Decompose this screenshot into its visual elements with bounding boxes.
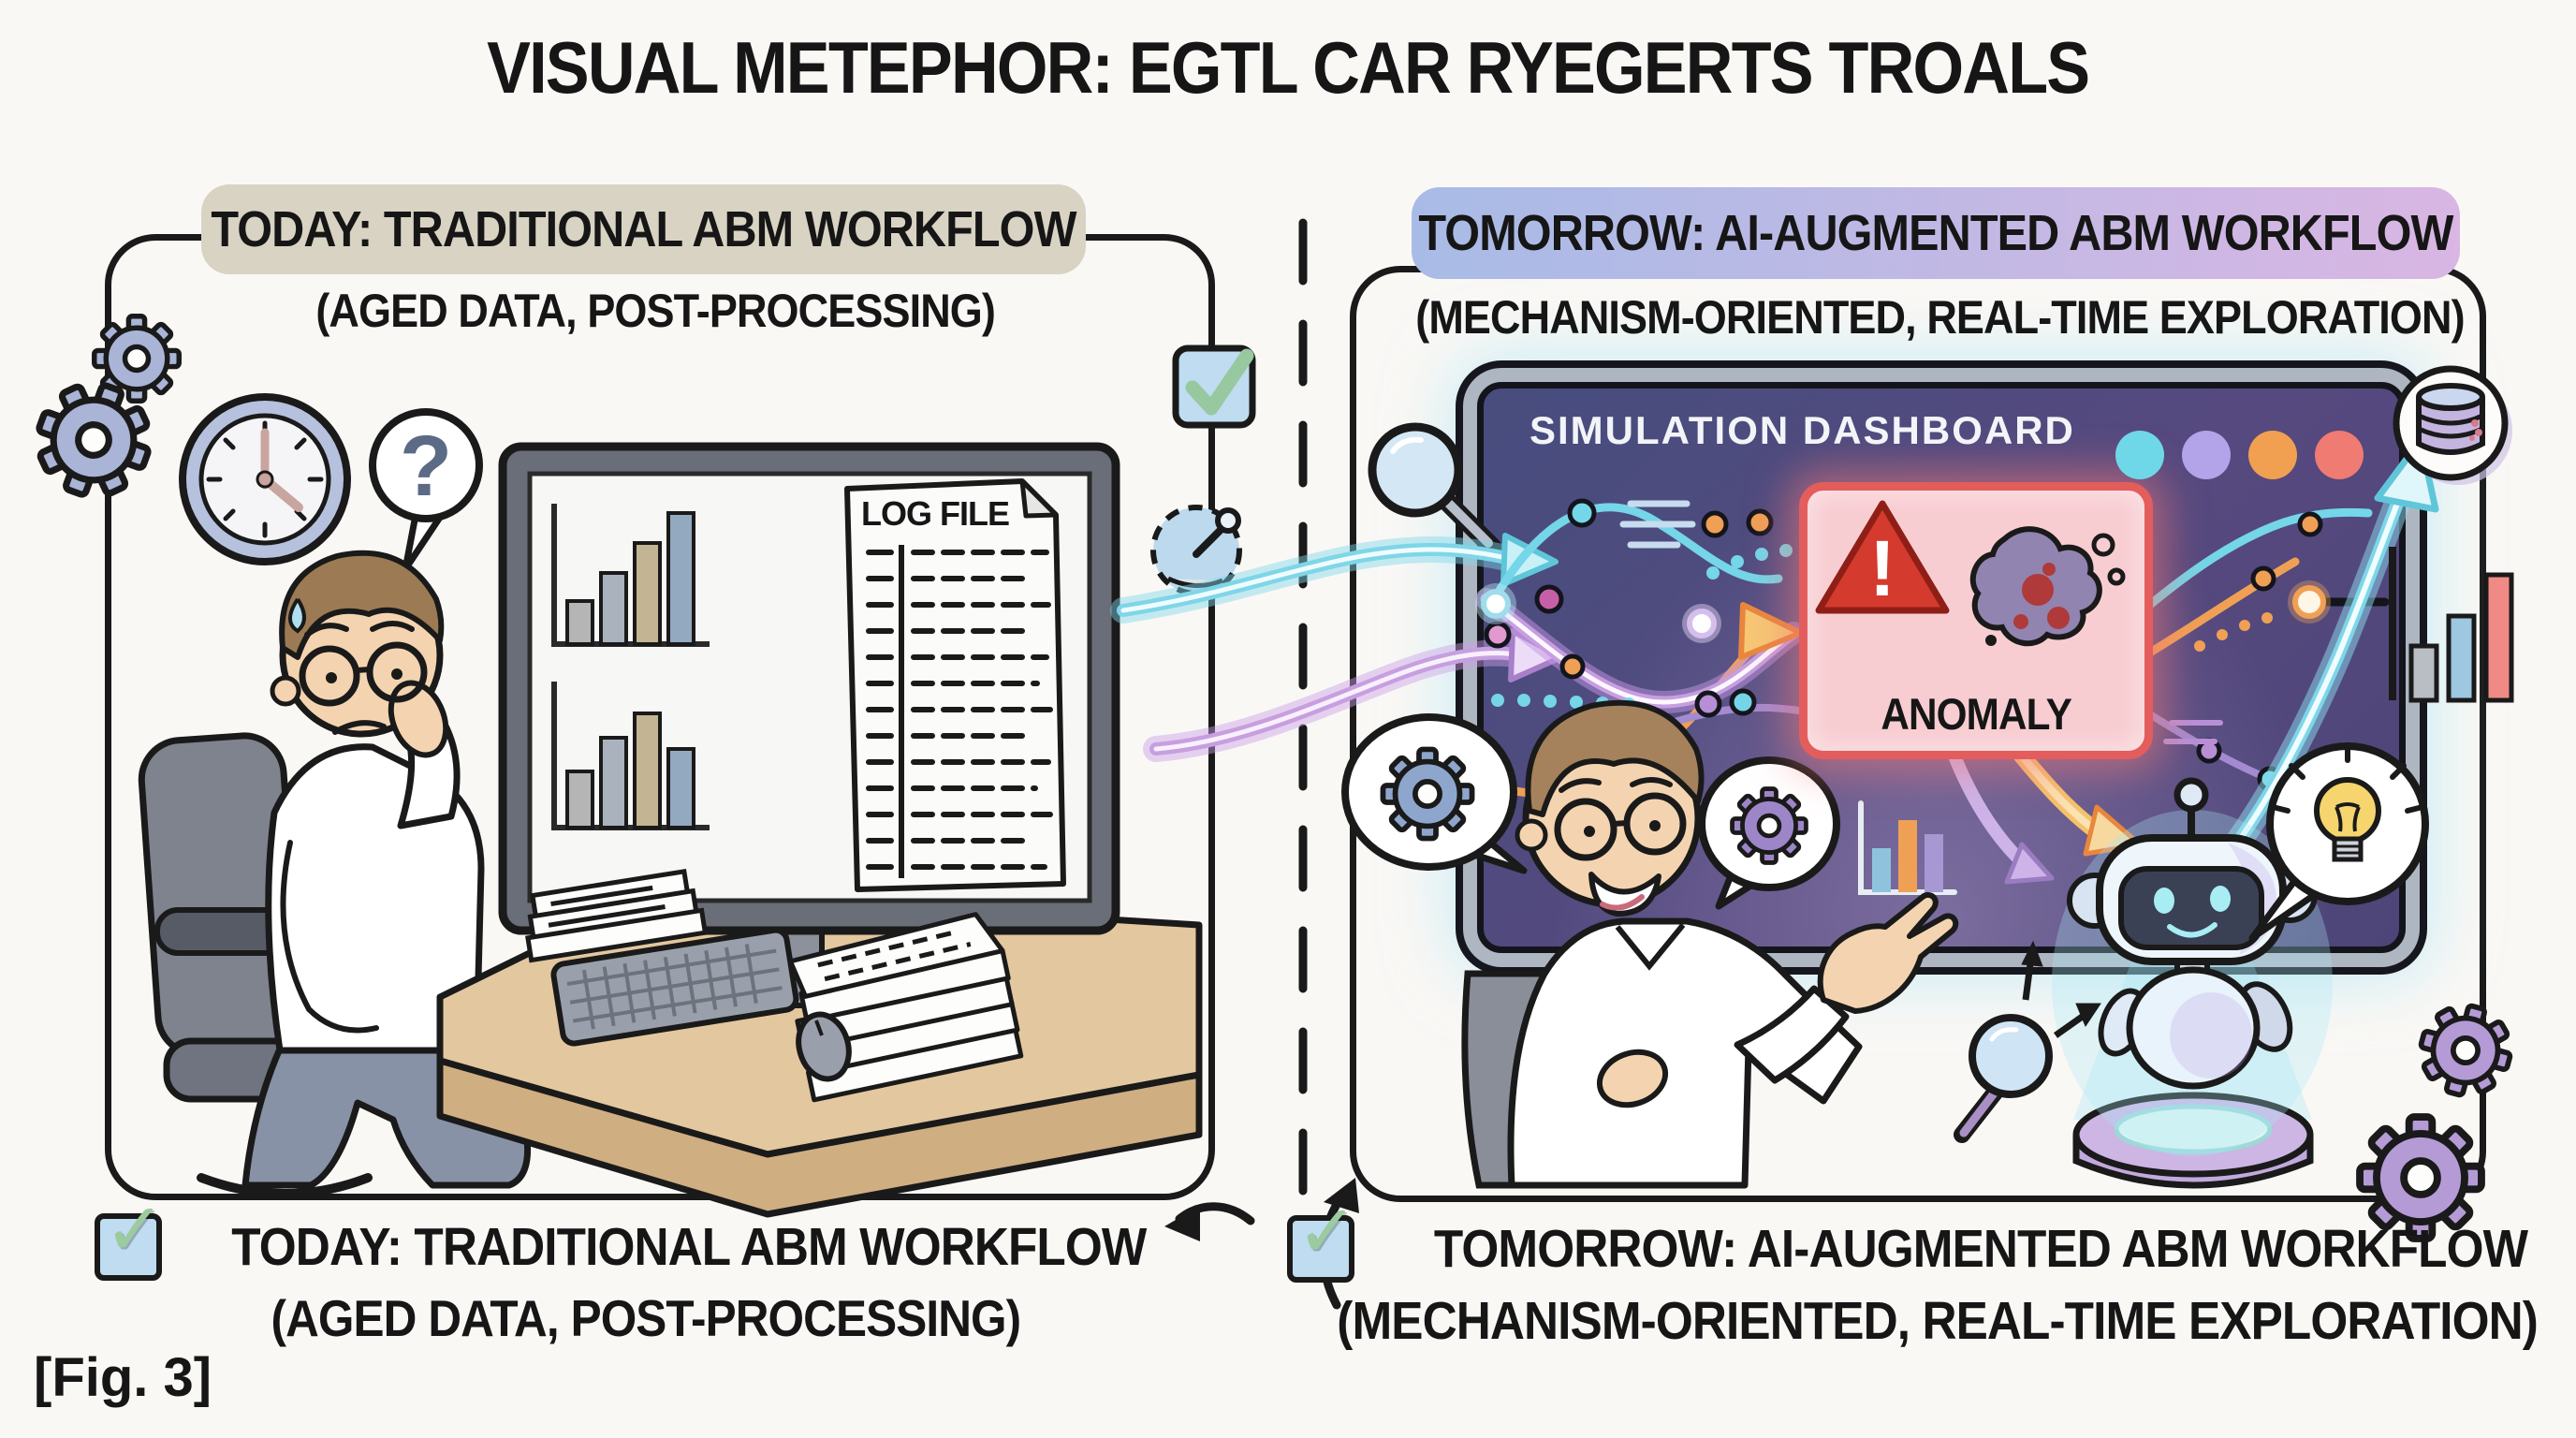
warning-triangle-icon: ! <box>1815 500 1950 614</box>
page-title: VISUAL METEPHOR: EGTL CAR RYEGERTS TROAL… <box>487 25 2090 109</box>
checkmark-icon: ✓ <box>1296 1190 1358 1272</box>
dashboard-dots <box>2115 431 2364 479</box>
keyboard-icon <box>550 927 799 1047</box>
figure-label-wrap: [Fig. 3] <box>34 1346 212 1409</box>
left-caption-line2: (AGED DATA, POST-PROCESSING) <box>271 1289 1022 1347</box>
gears-icon <box>22 316 179 511</box>
magnifier-icon <box>1954 1014 2053 1143</box>
lightbulb-bubble-icon <box>2248 742 2429 942</box>
magnifier-icon <box>1368 422 1501 556</box>
figure-label: [Fig. 3] <box>34 1347 212 1408</box>
log-file-title-wrap: LOG FILE <box>861 494 1048 534</box>
clock-icon <box>179 393 351 565</box>
database-icon <box>2393 365 2512 485</box>
gauge-icon <box>1150 505 1242 596</box>
left-panel-header: TODAY: TRADITIONAL ABM WORKFLOW <box>211 201 1076 257</box>
log-file-title: LOG FILE <box>861 494 1010 533</box>
dashboard-dot-cyan <box>2115 431 2164 479</box>
speech-bubble-gear-icon <box>1698 756 1840 910</box>
anomaly-box: ! ANOMALY <box>1799 482 2153 759</box>
anomaly-blob-icon <box>1969 526 2126 647</box>
log-file-icon <box>844 478 1066 892</box>
pointer-arrows <box>2021 940 2101 1038</box>
page-title-wrap: VISUAL METEPHOR: EGTL CAR RYEGERTS TROAL… <box>0 22 2576 112</box>
checkbox-icon: ✓ <box>1287 1190 1357 1283</box>
right-panel-subtitle: (MECHANISM-ORIENTED, REAL-TIME EXPLORATI… <box>1414 291 2465 344</box>
anomaly-graphics: ! <box>1815 500 2126 647</box>
bar-chart-icon <box>551 504 710 830</box>
dashboard-dot-orange <box>2248 431 2297 479</box>
bar-chart-icon <box>2389 547 2514 703</box>
left-caption-line1: TODAY: TRADITIONAL ABM WORKFLOW <box>231 1217 1147 1277</box>
anomaly-label: ANOMALY <box>1881 688 2072 739</box>
right-caption-line2: (MECHANISM-ORIENTED, REAL-TIME EXPLORATI… <box>1337 1291 2539 1351</box>
left-panel-subtitle-wrap: (AGED DATA, POST-PROCESSING) <box>140 281 1170 341</box>
question-bubble-icon <box>369 408 483 573</box>
right-panel-header-badge: TOMORROW: AI-AUGMENTED ABM WORKFLOW <box>1412 187 2460 279</box>
left-caption-line1-row: ✓ TODAY: TRADITIONAL ABM WORKFLOW <box>95 1188 1170 1281</box>
left-panel-header-badge: TODAY: TRADITIONAL ABM WORKFLOW <box>201 184 1086 274</box>
question-mark-wrap: ? <box>388 418 463 514</box>
right-person <box>1461 699 1959 1189</box>
hologram-platform-icon <box>2072 941 2314 1189</box>
papers-icon <box>525 869 1024 1103</box>
dashboard-dot-red <box>2315 431 2364 479</box>
right-caption-line1: TOMORROW: AI-AUGMENTED ABM WORKFLOW <box>1433 1219 2528 1279</box>
checkbox-icon: ✓ <box>95 1188 166 1281</box>
dashboard-title-wrap: SIMULATION DASHBOARD <box>1530 408 2075 453</box>
right-panel-header: TOMORROW: AI-AUGMENTED ABM WORKFLOW <box>1418 205 2453 261</box>
right-caption-line2-wrap: (MECHANISM-ORIENTED, REAL-TIME EXPLORATI… <box>1320 1288 2555 1354</box>
speech-bubble-gear-icon <box>1341 713 1528 874</box>
gears-icon <box>2360 996 2520 1239</box>
left-person <box>242 550 532 1189</box>
question-mark: ? <box>399 418 453 514</box>
mouse-icon <box>796 1011 852 1082</box>
right-caption-line1-row: ✓ TOMORROW: AI-AUGMENTED ABM WORKFLOW <box>1287 1190 2537 1283</box>
dashboard-title: SIMULATION DASHBOARD <box>1530 408 2075 452</box>
left-caption-line2-wrap: (AGED DATA, POST-PROCESSING) <box>122 1286 1170 1350</box>
svg-text:!: ! <box>1869 524 1895 612</box>
checkmark-icon: ✓ <box>104 1188 166 1270</box>
checkbox-icon <box>1172 345 1256 429</box>
bar-chart-icon <box>1858 800 1957 895</box>
dashboard-dot-purple <box>2182 431 2231 479</box>
right-panel-subtitle-wrap: (MECHANISM-ORIENTED, REAL-TIME EXPLORATI… <box>1359 286 2520 348</box>
left-panel-subtitle: (AGED DATA, POST-PROCESSING) <box>315 285 996 337</box>
